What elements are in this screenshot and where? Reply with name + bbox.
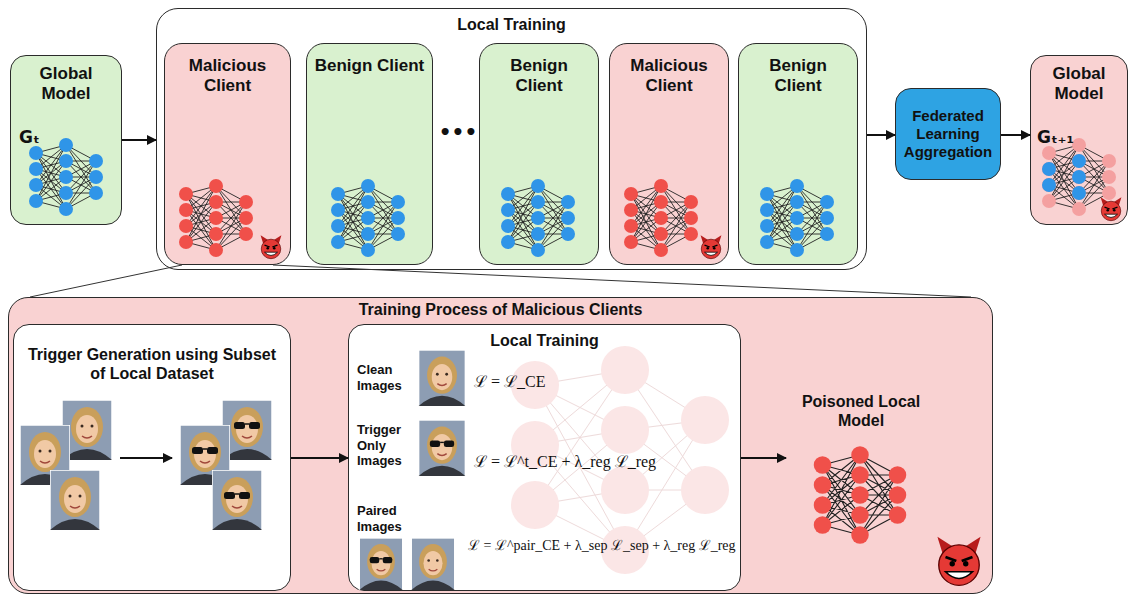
model-box: Global ModelGₜ₊₁ [1030, 55, 1128, 225]
node-title: Federated Learning Aggregation [900, 107, 996, 161]
model-symbol: Gₜ₊₁ [1037, 127, 1121, 147]
node-title: Global Model [19, 64, 113, 105]
node-title: Benign Client [486, 56, 592, 97]
model-symbol: Gₜ [19, 127, 113, 147]
group-box: Local TrainingMalicious Client Benign Cli… [156, 8, 867, 270]
node-title: Benign Client [745, 56, 851, 97]
node-title: Benign Client [313, 56, 426, 76]
benign-client-box: Benign Client [479, 43, 599, 265]
node-title: Training Process of Malicious Clients [15, 300, 986, 319]
row-label: Clean Images [357, 362, 415, 393]
node-title: Poisoned Local Model [790, 392, 932, 430]
loss-equation: ℒ = ℒ_CE [474, 372, 734, 391]
node-title: Local Training [357, 331, 732, 350]
row-label: Trigger Only Images [357, 422, 415, 469]
flow-arrow [122, 139, 156, 141]
node-title: Global Model [1037, 64, 1121, 105]
flow-arrow [1001, 134, 1030, 136]
aggregation-box: Federated Learning Aggregation [895, 88, 1001, 180]
node-title: Trigger Generation using Subset of Local… [24, 345, 280, 383]
benign-client-box: Benign Client [306, 43, 433, 265]
node-title: Local Training [163, 15, 860, 34]
result-box: Poisoned Local Model [786, 386, 936, 541]
ellipsis: ••• [436, 120, 480, 144]
loss-equation: ℒ = ℒ^t_CE + λ_reg ℒ_reg [474, 452, 734, 471]
malicious-client-box: Malicious Client [609, 43, 729, 265]
model-box: Global ModelGₜ [10, 55, 122, 225]
step-box: Trigger Generation using Subset of Local… [13, 324, 291, 591]
benign-client-box: Benign Client [738, 43, 858, 265]
row-label: Paired Images [357, 503, 419, 534]
malicious-client-box: Malicious Client [164, 43, 291, 265]
loss-equation: ℒ = ℒ^pair_CE + λ_sep ℒ_sep + λ_reg ℒ_re… [468, 538, 736, 555]
flow-arrow [867, 134, 895, 136]
node-title: Malicious Client [171, 56, 284, 97]
node-title: Malicious Client [616, 56, 722, 97]
